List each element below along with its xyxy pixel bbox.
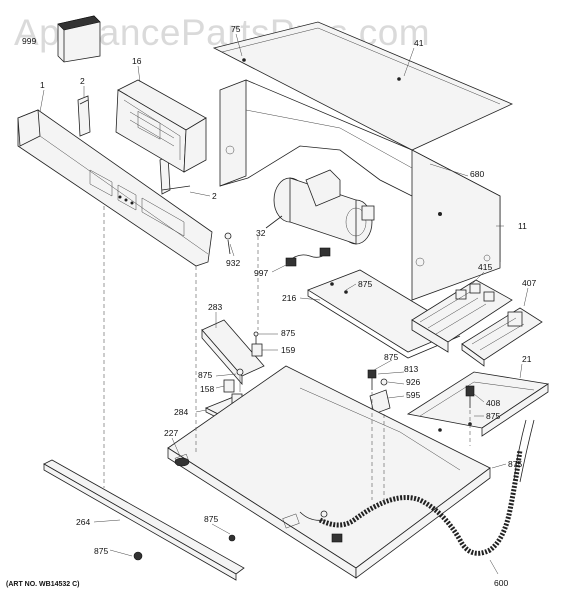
part-11-chassis-frame [219,79,501,301]
label-875-a: 875 [358,279,372,289]
label-680: 680 [470,169,484,179]
part-415-relay-board [411,279,513,353]
label-813: 813 [404,364,418,374]
art-number: (ART NO. WB14532 C) [6,581,80,588]
part-21-cover-plate [406,371,550,437]
part-283-bracket [201,319,265,386]
part-813-screw [367,369,377,390]
label-216: 216 [282,293,296,303]
label-2-bottom: 2 [212,191,217,201]
part-932-screw [224,232,232,255]
label-21: 21 [522,354,532,364]
label-284: 284 [174,407,188,417]
label-997: 997 [254,268,268,278]
part-264-rail [43,459,245,581]
label-875-f: 875 [508,459,522,469]
part-926-clip [380,378,388,386]
part-595-bracket [369,389,391,415]
label-875-e: 875 [486,411,500,421]
label-32: 32 [256,228,266,238]
part-999-box [57,15,101,63]
label-932: 932 [226,258,240,268]
part-997-connector [285,247,331,267]
part-2-bracket-top [77,95,91,137]
label-407: 407 [522,278,536,288]
label-158: 158 [200,384,214,394]
label-875-c: 875 [198,370,212,380]
label-595: 595 [406,390,420,400]
label-926: 926 [406,377,420,387]
part-labels: 999 75 41 1 2 16 680 2 11 32 932 997 875… [22,24,536,588]
label-408: 408 [486,398,500,408]
label-41: 41 [414,38,424,48]
label-875-h: 875 [94,546,108,556]
label-11: 11 [518,221,527,231]
part-32-fan-motor [265,169,375,245]
label-16: 16 [132,56,142,66]
label-1: 1 [40,80,45,90]
base-plate [167,365,491,579]
part-227-foot [174,457,190,467]
part-158-sensor [223,368,244,393]
part-408-screw [465,385,475,408]
label-159: 159 [281,345,295,355]
part-159-sensor [251,331,263,357]
label-75: 75 [231,24,241,34]
leader-lines [39,33,529,575]
label-283: 283 [208,302,222,312]
label-875-g: 875 [204,514,218,524]
label-2-top: 2 [80,76,85,86]
part-41-top-cover [212,21,513,164]
part-407-board [461,307,543,367]
part-16-control-board [115,79,207,173]
label-875-d: 875 [384,352,398,362]
label-875-b: 875 [281,328,295,338]
assembly-guide-lines [103,206,471,504]
part-600-wire-harness [299,419,535,556]
part-875-screw-bottom [133,534,236,561]
label-600: 600 [494,578,508,588]
part-1-control-panel [17,109,213,267]
label-415: 415 [478,262,492,272]
label-227: 227 [164,428,178,438]
label-264: 264 [76,517,90,527]
label-999: 999 [22,36,36,46]
